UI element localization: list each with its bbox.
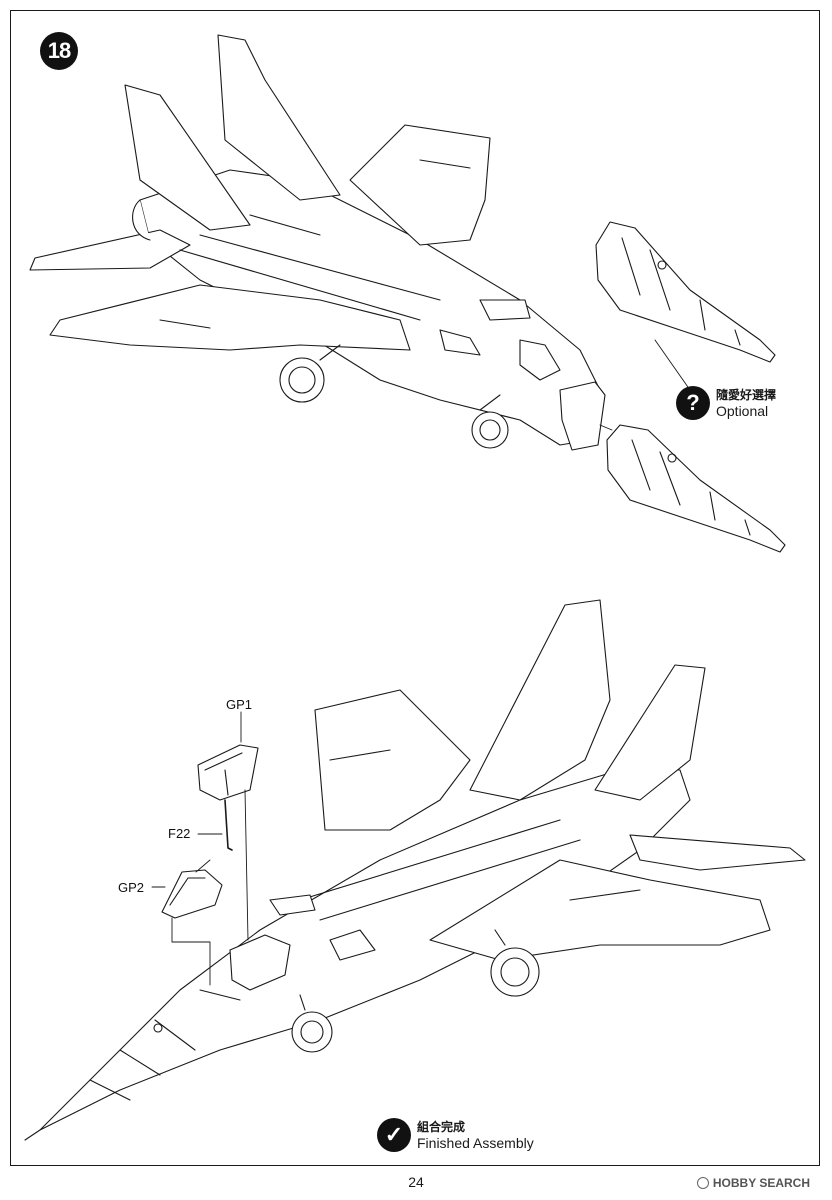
canopy-part-gp2-drawing	[161, 869, 223, 919]
part-label-gp1: GP1	[226, 697, 253, 712]
lower-aircraft-drawing	[24, 599, 806, 1141]
step-number-badge: 18	[40, 32, 78, 70]
step-number: 18	[47, 38, 72, 63]
watermark-text: HOBBY SEARCH	[712, 1176, 810, 1190]
page-number: 24	[408, 1174, 424, 1190]
upper-aircraft-drawing	[29, 34, 606, 451]
optional-nose-cone-2	[606, 424, 786, 553]
finished-label-zh: 組合完成	[417, 1120, 466, 1134]
canopy-part-gp1-drawing	[197, 744, 259, 801]
question-mark-icon: ?	[676, 386, 710, 420]
page-frame	[10, 10, 820, 1166]
check-mark-icon: ✓	[377, 1118, 411, 1152]
optional-label-zh: 隨愛好選擇	[716, 388, 777, 402]
watermark: HOBBY SEARCH	[696, 1176, 810, 1190]
optional-note: ? 隨愛好選擇 Optional	[676, 386, 776, 420]
optional-nose-cone-1	[595, 221, 776, 363]
watermark-logo-icon	[696, 1177, 709, 1189]
finished-assembly-note: ✓ 組合完成 Finished Assembly	[377, 1118, 534, 1152]
finished-label-en: Finished Assembly	[417, 1135, 534, 1151]
part-label-gp2: GP2	[118, 880, 145, 895]
part-label-f22: F22	[168, 826, 191, 841]
optional-label-en: Optional	[716, 403, 769, 419]
strut-part-f22-drawing	[224, 799, 233, 851]
